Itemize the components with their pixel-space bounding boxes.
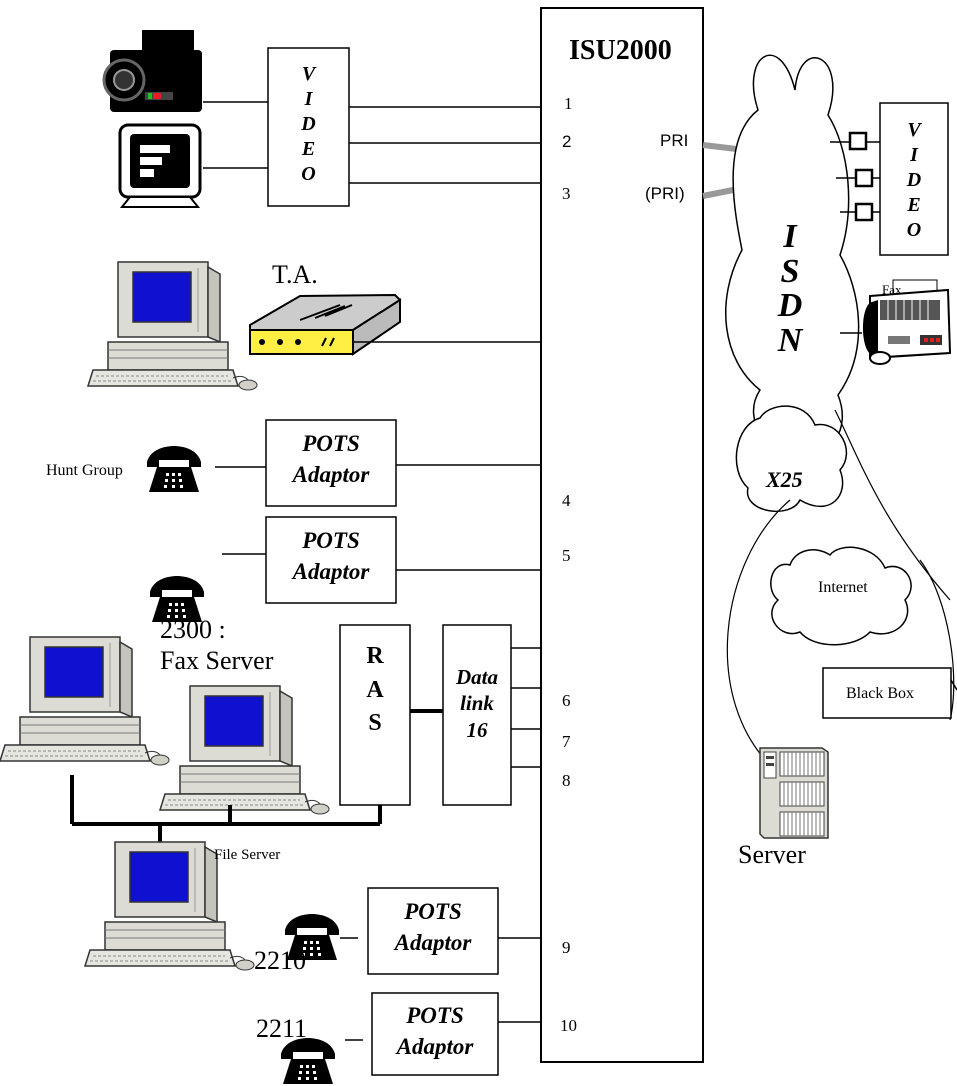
ext-2211-label: 2211	[256, 1014, 308, 1043]
video-box-right	[879, 102, 949, 256]
video-box-left	[267, 47, 350, 207]
isdn-letter: N	[777, 322, 803, 360]
video-left-letter: E	[301, 138, 316, 160]
ras-letter: S	[368, 710, 382, 737]
pri-label: PRI	[660, 131, 689, 150]
server-icon	[759, 747, 829, 839]
fax-label: Fax	[882, 282, 902, 297]
pots-line: Adaptor	[396, 1034, 474, 1060]
port-5-label: 5	[562, 546, 571, 565]
monitor-icon	[118, 123, 202, 208]
pri-backup-label: (PRI)	[645, 184, 685, 203]
port-8-label: 8	[562, 771, 571, 790]
ras-box	[339, 624, 411, 806]
isdn-label: I S D N	[770, 218, 810, 360]
file-server-label: File Server	[214, 847, 281, 863]
ras-label: R A S	[340, 640, 410, 741]
port-10-label: 10	[560, 1016, 577, 1035]
pots-line: POTS	[406, 1003, 464, 1028]
hunt-group-phone-icon	[147, 446, 201, 492]
x25-label: X25	[766, 467, 803, 492]
pc-right-icon	[159, 685, 330, 815]
pc-ta-computer-icon	[87, 261, 258, 391]
server-label: Server	[738, 840, 806, 869]
datalink-line: Data	[456, 665, 498, 689]
black-box-label: Black Box	[846, 685, 914, 702]
isu2000-title: ISU2000	[569, 35, 672, 66]
lan-bus	[70, 775, 382, 842]
video-right-letter: O	[906, 219, 922, 241]
pots-adaptor-1-box	[265, 419, 397, 507]
terminal-adaptor-icon	[249, 293, 402, 356]
datalink-box	[442, 624, 512, 806]
port-4-label: 4	[562, 491, 571, 510]
camcorder-icon	[102, 30, 202, 112]
port-3-label: 3	[562, 184, 571, 203]
internet-cloud	[770, 546, 912, 646]
pots-line: Adaptor	[394, 930, 472, 956]
video-right-label: V I D E O	[880, 118, 948, 243]
pots-line: POTS	[302, 528, 360, 553]
black-box	[822, 667, 952, 719]
video-left-letter: D	[301, 113, 316, 135]
video-right-letter: D	[906, 169, 922, 191]
internet-label: Internet	[818, 579, 868, 596]
pots-line: Adaptor	[292, 559, 370, 585]
pots-adaptor-4-box	[371, 992, 499, 1076]
phone-2211-icon	[281, 1038, 335, 1084]
pots-adaptor-2-box	[265, 516, 397, 604]
pc-left-icon	[0, 636, 170, 766]
video-right-letter: V	[907, 119, 921, 141]
port-6-label: 6	[562, 691, 571, 710]
pots-line: Adaptor	[292, 462, 370, 488]
pots-line: POTS	[302, 431, 360, 456]
fax-server-label: 2300 : Fax Server	[160, 614, 273, 676]
isu2000-box	[540, 7, 704, 1063]
pots-adaptor-3-box	[367, 887, 499, 975]
datalink-label: Data link 16	[443, 664, 511, 743]
pots-adaptor-4-label: POTS Adaptor	[372, 1000, 498, 1062]
video-right-letter: I	[910, 144, 918, 166]
video-left-letter: I	[304, 88, 313, 110]
isdn-letter: I	[783, 218, 797, 255]
pots-adaptor-1-label: POTS Adaptor	[266, 428, 396, 490]
video-left-letter: O	[301, 163, 316, 185]
pots-adaptor-3-label: POTS Adaptor	[368, 896, 498, 958]
hunt-group-label: Hunt Group	[46, 462, 123, 479]
ta-label: T.A.	[272, 260, 318, 289]
port-2-label: 2	[562, 132, 572, 151]
fax-server-line: Fax Server	[160, 646, 274, 676]
pots-adaptor-2-label: POTS Adaptor	[266, 525, 396, 587]
video-left-label: V I D E O	[268, 62, 349, 187]
video-right-letter: E	[907, 194, 921, 216]
x25-cloud	[735, 405, 848, 513]
port-7-label: 7	[562, 732, 571, 751]
port-1-label: 1	[564, 94, 573, 113]
isdn-letter: D	[777, 287, 803, 325]
ext-2210-label: 2210	[254, 946, 306, 975]
fax-machine-icon	[840, 279, 952, 365]
ras-letter: R	[366, 643, 384, 669]
datalink-line: 16	[466, 717, 488, 742]
ras-letter: A	[366, 676, 384, 703]
datalink-line: link	[460, 691, 494, 716]
fax-server-line: 2300 :	[160, 615, 226, 644]
port-9-label: 9	[562, 938, 571, 957]
isdn-letter: S	[780, 252, 800, 290]
video-left-letter: V	[301, 63, 316, 85]
pots-line: POTS	[404, 899, 462, 924]
